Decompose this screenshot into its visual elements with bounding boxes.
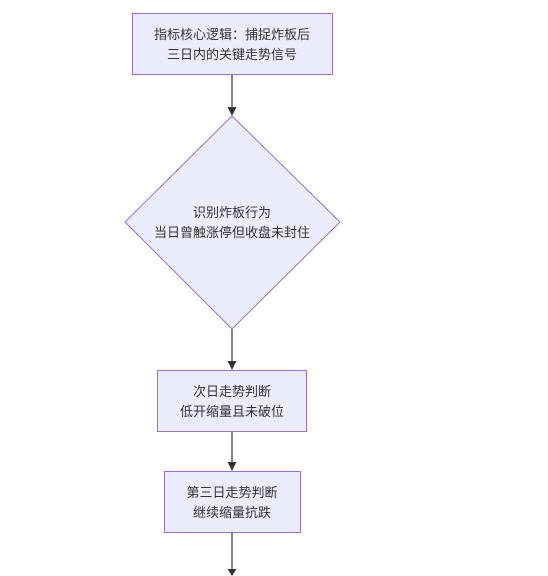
- node-third-day: 第三日走势判断 继续缩量抗跌: [164, 471, 301, 533]
- node-third-day-box: [164, 471, 301, 533]
- node-next-day-box: [157, 370, 307, 432]
- node-core-logic: 指标核心逻辑：捕捉炸板后 三日内的关键走势信号: [132, 13, 333, 75]
- node-third-day-line-2: 继续缩量抗跌: [193, 505, 271, 521]
- node-identify-break-line-2: 当日曾触涨停但收盘未封住: [154, 225, 310, 241]
- node-identify-break-diamond: [124, 115, 341, 330]
- node-identify-break-line-1: 识别炸板行为: [193, 206, 271, 221]
- node-next-day-line-2: 低开缩量且未破位: [180, 404, 284, 420]
- node-core-logic-box: [132, 13, 333, 75]
- arrowhead-n4-next: [227, 569, 237, 576]
- node-identify-break: 识别炸板行为 当日曾触涨停但收盘未封住: [124, 115, 341, 330]
- node-third-day-line-1: 第三日走势判断: [186, 485, 277, 501]
- node-next-day: 次日走势判断 低开缩量且未破位: [157, 370, 307, 432]
- edges: [227, 75, 237, 576]
- arrowhead-n1-n2: [227, 107, 237, 116]
- arrowhead-n2-n3: [227, 361, 237, 370]
- node-core-logic-line-1: 指标核心逻辑：捕捉炸板后: [154, 27, 310, 43]
- node-core-logic-line-2: 三日内的关键走势信号: [167, 47, 297, 63]
- arrowhead-n3-n4: [227, 462, 237, 471]
- node-next-day-line-1: 次日走势判断: [193, 384, 271, 400]
